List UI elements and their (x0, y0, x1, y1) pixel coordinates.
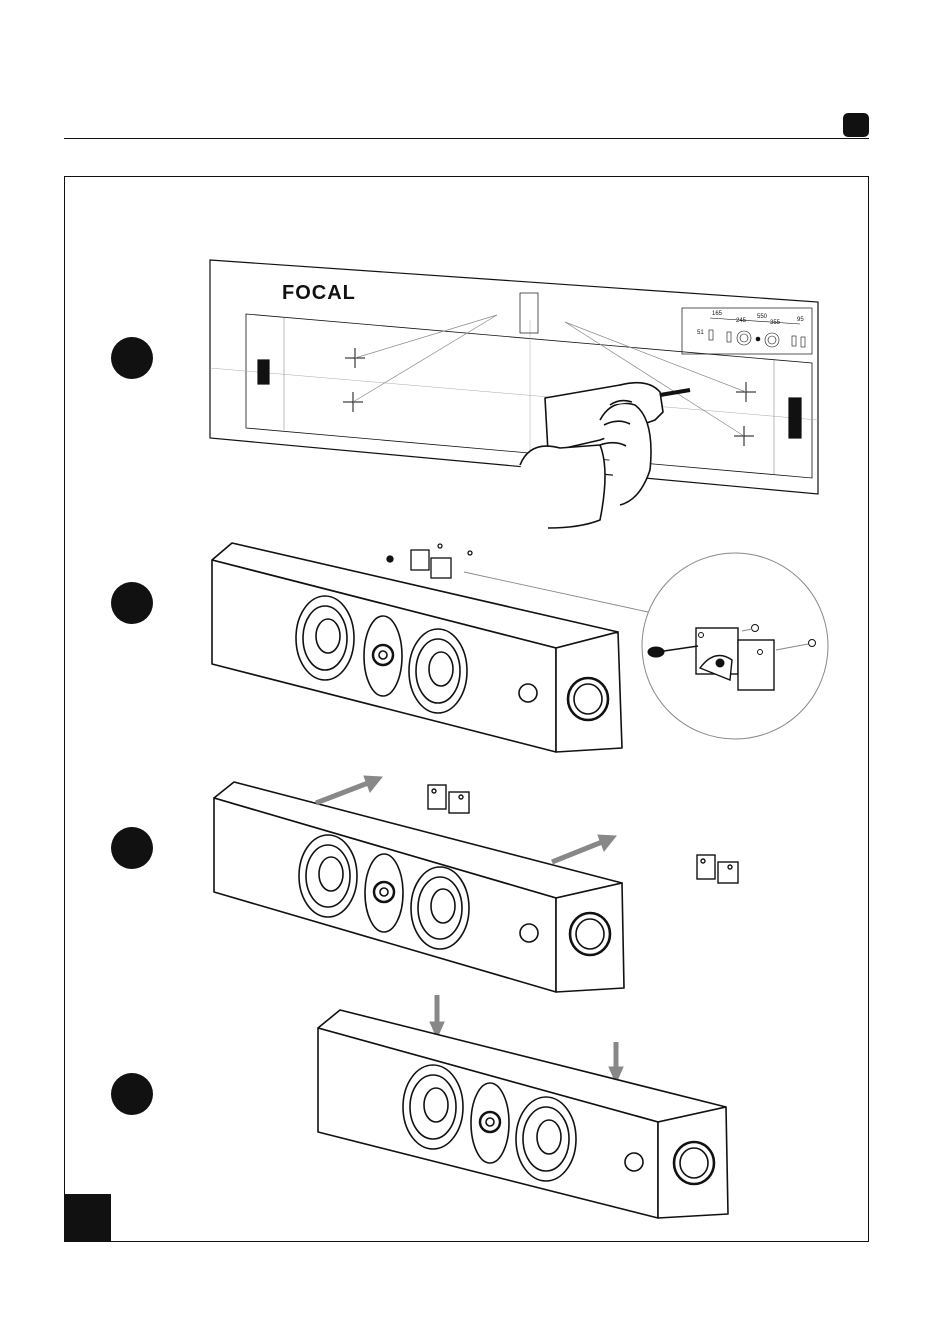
speaker-step2 (212, 543, 622, 752)
dim-label-5: 95 (797, 317, 804, 323)
speaker-step3 (214, 782, 624, 992)
dim-label-6: 51 (697, 330, 704, 336)
dim-label-4: 355 (770, 320, 780, 326)
dim-label-2: 245 (736, 318, 746, 324)
focal-logo: FOCAL (282, 282, 356, 305)
wall-bracket-right (697, 855, 738, 883)
speaker-step4 (318, 1010, 728, 1218)
bracket-small (387, 544, 472, 578)
arrow-up-left (316, 776, 382, 803)
arrow-down-left (430, 995, 444, 1038)
dim-label-1: 165 (712, 311, 722, 317)
arrow-down-right (609, 1042, 623, 1083)
wall-bracket-left (428, 785, 469, 813)
zoom-circle (642, 553, 828, 739)
arrow-up-right (552, 835, 616, 862)
dim-label-3: 550 (757, 314, 767, 320)
